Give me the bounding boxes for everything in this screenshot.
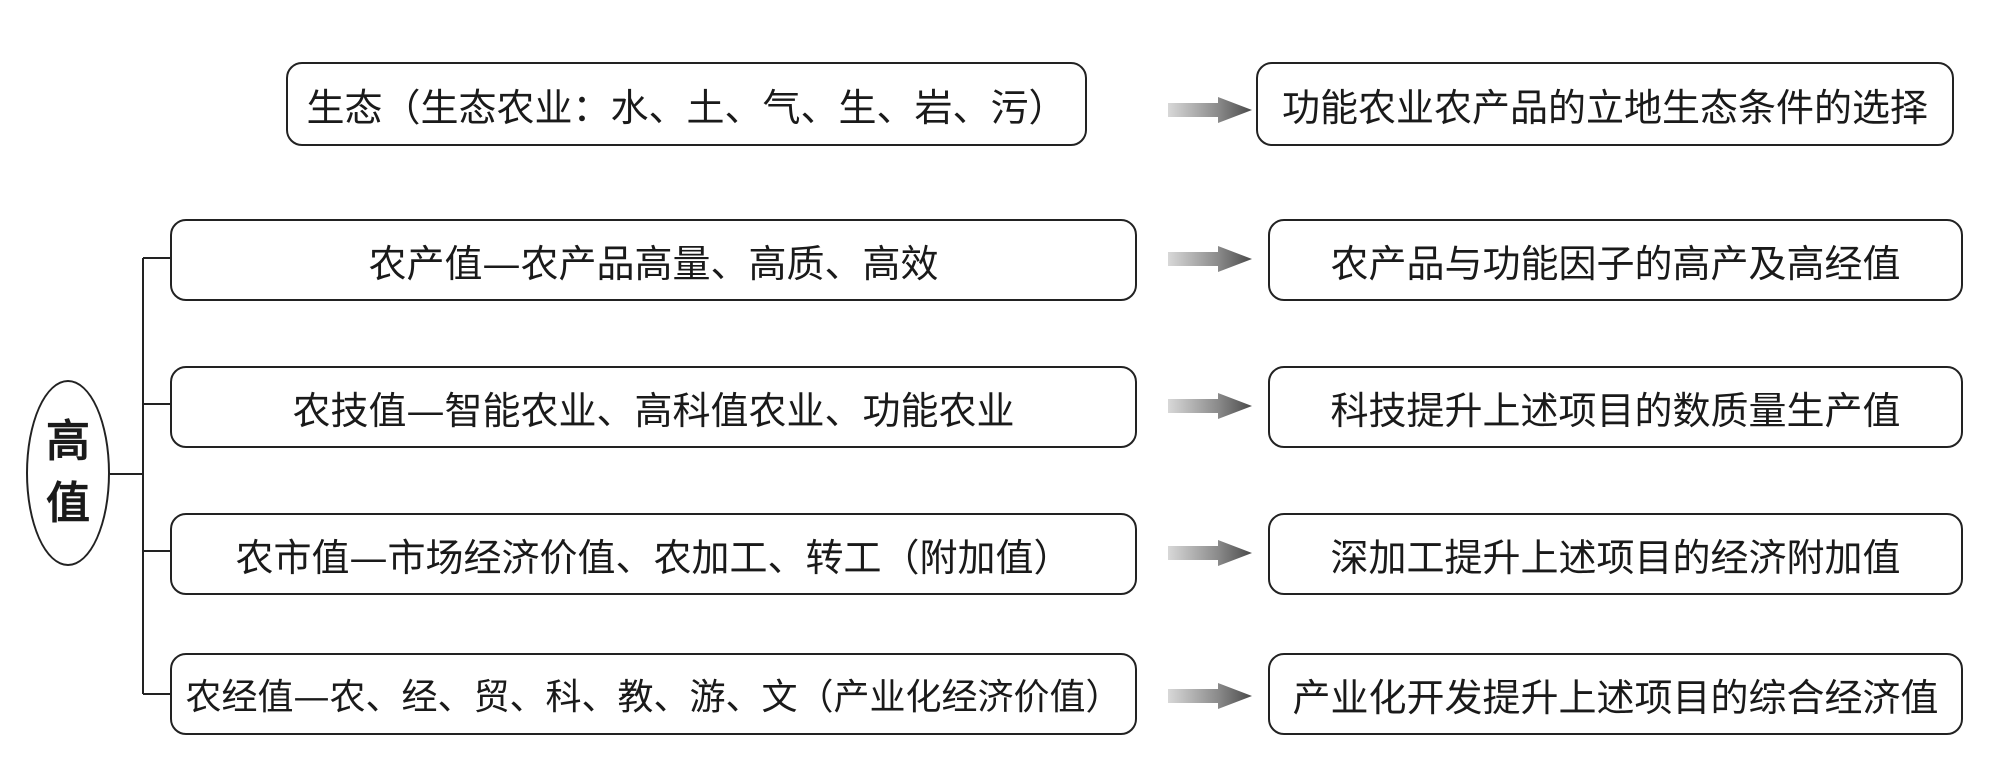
arrow-icon-3 — [1168, 540, 1252, 566]
result-text-4: 产业化开发提升上述项目的综合经济值 — [1292, 675, 1939, 720]
result-box-2: 科技提升上述项目的数质量生产值 — [1268, 366, 1963, 448]
ecology-box: 生态（生态农业：水、土、气、生、岩、污） — [286, 62, 1087, 146]
branch-text-3: 农市值—市场经济价值、农加工、转工（附加值） — [235, 535, 1072, 580]
branch-text-4: 农经值—农、经、贸、科、教、游、文（产业化经济价值） — [185, 677, 1122, 718]
branch-box-2: 农技值—智能农业、高科值农业、功能农业 — [170, 366, 1137, 448]
arrow-icon-top — [1168, 97, 1252, 123]
ecology-result-text: 功能农业农产品的立地生态条件的选择 — [1281, 85, 1928, 130]
ecology-result-box: 功能农业农产品的立地生态条件的选择 — [1256, 62, 1954, 146]
branch-box-4: 农经值—农、经、贸、科、教、游、文（产业化经济价值） — [170, 653, 1137, 735]
result-box-3: 深加工提升上述项目的经济附加值 — [1268, 513, 1963, 595]
result-text-3: 深加工提升上述项目的经济附加值 — [1330, 535, 1901, 580]
root-char-2: 值 — [46, 478, 90, 529]
root-char-1: 高 — [46, 416, 90, 467]
branch-text-2: 农技值—智能农业、高科值农业、功能农业 — [292, 388, 1015, 433]
root-node: 高 值 — [26, 380, 110, 566]
result-box-4: 产业化开发提升上述项目的综合经济值 — [1268, 653, 1963, 735]
arrow-icon-2 — [1168, 393, 1252, 419]
branch-box-1: 农产值—农产品高量、高质、高效 — [170, 219, 1137, 301]
result-text-1: 农产品与功能因子的高产及高经值 — [1330, 241, 1901, 286]
arrow-icon-1 — [1168, 246, 1252, 272]
result-text-2: 科技提升上述项目的数质量生产值 — [1330, 388, 1901, 433]
arrow-icon-4 — [1168, 683, 1252, 709]
branch-box-3: 农市值—市场经济价值、农加工、转工（附加值） — [170, 513, 1137, 595]
ecology-text: 生态（生态农业：水、土、气、生、岩、污） — [306, 85, 1067, 130]
result-box-1: 农产品与功能因子的高产及高经值 — [1268, 219, 1963, 301]
branch-text-1: 农产值—农产品高量、高质、高效 — [368, 241, 939, 286]
